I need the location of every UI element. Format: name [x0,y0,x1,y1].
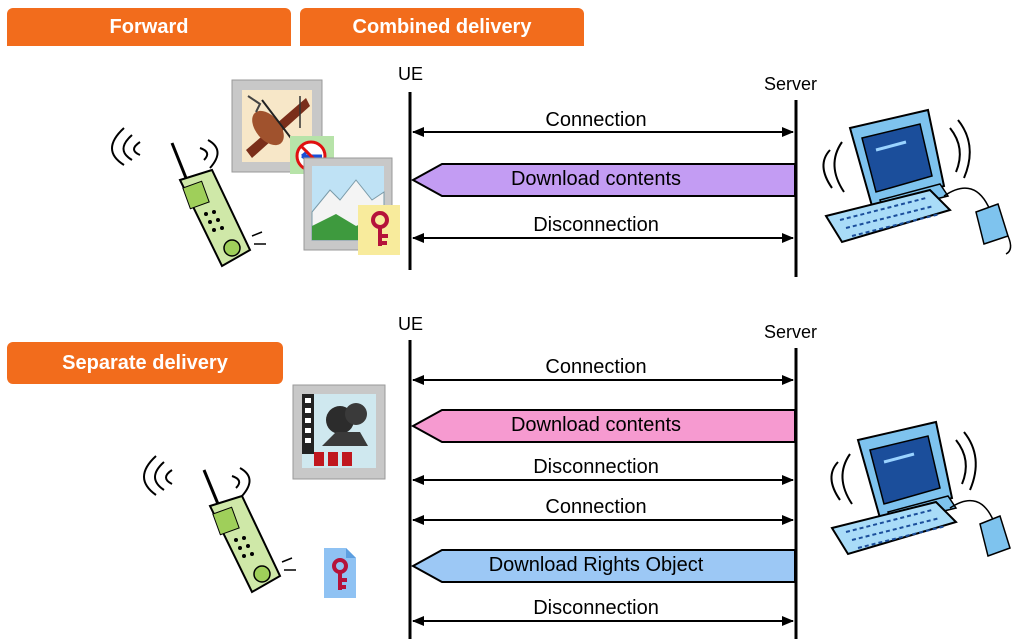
tab-separate-delivery[interactable]: Separate delivery [7,342,283,384]
computer-icon-bottom [830,420,1011,557]
tab-forward[interactable]: Forward [7,8,291,46]
arrow-download-contents-bottom [410,409,796,443]
ue-label-top: UE [398,64,424,84]
message-download-contents-bottom: Download contents [510,414,682,436]
message-connection-2-bottom: Connection [545,496,647,518]
message-connection-top: Connection [545,109,647,131]
message-connection-1-bottom: Connection [545,356,647,378]
key-icon [358,205,400,255]
message-download-rights-object: Download Rights Object [488,554,704,576]
message-download-contents-top: Download contents [510,168,682,190]
server-label-bottom: Server [764,322,818,342]
server-label-top: Server [764,74,818,94]
computer-icon [822,108,1012,255]
tab-combined-delivery[interactable]: Combined delivery [300,8,584,46]
mobile-phone-icon-bottom [143,455,296,594]
message-disconnection-1-bottom: Disconnection [533,456,659,478]
arrow-download-rights-object [410,549,796,583]
key-document-icon [324,548,356,598]
ue-label-bottom: UE [398,314,424,334]
message-disconnection-top: Disconnection [533,214,659,236]
mobile-phone-icon [111,127,266,268]
movie-image-icon [292,384,386,480]
arrow-download-contents-top [410,163,796,197]
message-disconnection-2-bottom: Disconnection [533,597,659,619]
